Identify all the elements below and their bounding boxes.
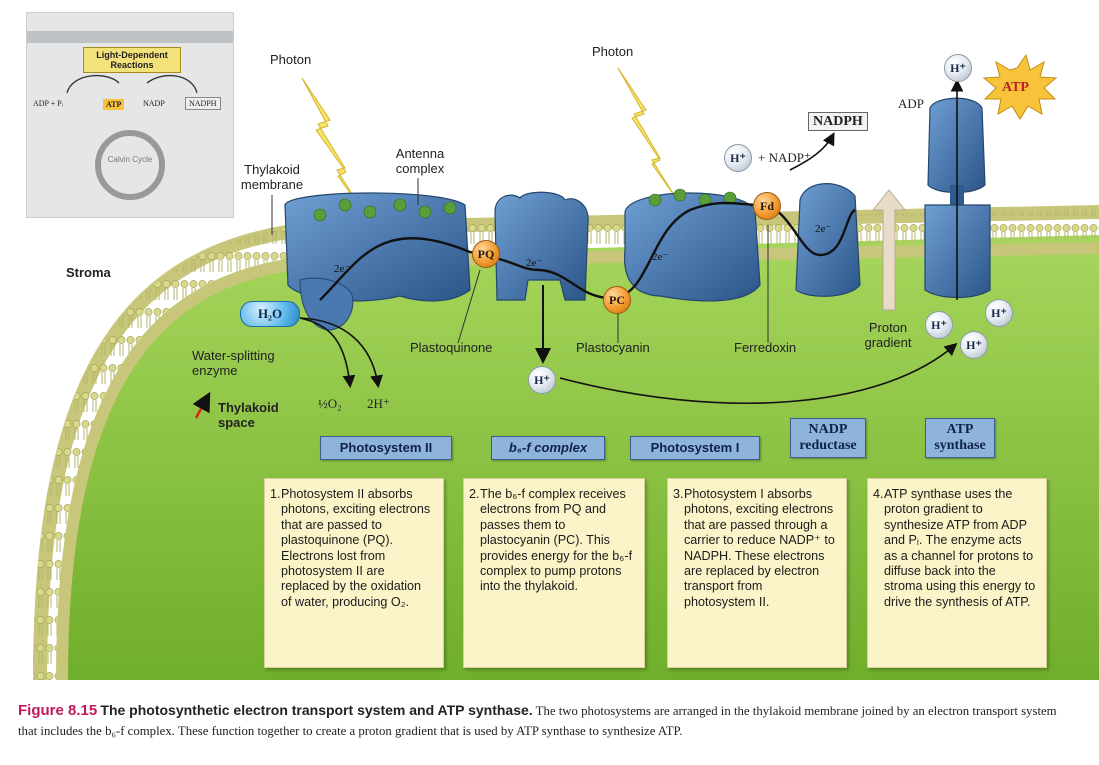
photon-label-1: Photon	[270, 52, 312, 67]
antenna-complex-label: Antenna complex	[395, 146, 445, 176]
antenna-pigments	[313, 188, 737, 222]
stroma-label: Stroma	[66, 265, 111, 280]
tag-b6f-complex: b₆-f complex	[491, 436, 605, 460]
photon-label-2: Photon	[592, 44, 634, 59]
inset-nadph: NADPH	[185, 97, 221, 110]
step-box-1: 1. Photosystem II absorbs photons, excit…	[264, 478, 444, 668]
pc-carrier: PC	[603, 286, 631, 314]
pq-carrier: PQ	[472, 240, 500, 268]
electrons-ps1: 2e⁻	[652, 251, 669, 263]
figure-title: The photosynthetic electron transport sy…	[100, 702, 533, 718]
step-box-3: 3. Photosystem I absorbs photons, exciti…	[667, 478, 847, 668]
photon-bolt-1	[301, 77, 363, 211]
water-splitting-enzyme-label: Water-splitting enzyme	[192, 348, 275, 378]
plastoquinone-label: Plastoquinone	[410, 340, 493, 355]
nadp-reductase-shape	[795, 183, 861, 297]
inset-atp: ATP	[103, 99, 125, 110]
atp-label: ATP	[1002, 80, 1029, 95]
step-1-text: Photosystem II absorbs photons, exciting…	[281, 487, 431, 609]
nadph-label: NADPH	[808, 112, 868, 131]
proton-nadp: H⁺	[724, 144, 752, 172]
proton-flow-arrow	[559, 342, 958, 404]
membrane-band	[33, 209, 1099, 681]
electrons-b6f: 2e⁻	[526, 257, 543, 269]
atp-starburst	[982, 53, 1058, 120]
step-3-number: 3.	[673, 487, 684, 501]
electron-path	[319, 201, 856, 301]
thylakoid-space-label: Thylakoid space	[218, 400, 279, 430]
tag-photosystem-i: Photosystem I	[630, 436, 760, 460]
electrons-reductase: 2e⁻	[815, 223, 832, 235]
proton-gradient-3: H⁺	[960, 331, 988, 359]
photon-bolt-2	[617, 67, 677, 199]
ferredoxin-label: Ferredoxin	[734, 340, 797, 355]
leader-lines	[271, 178, 769, 344]
two-h-label: 2H⁺	[367, 396, 390, 411]
nadph-arrow	[789, 132, 835, 171]
membrane-inner	[56, 242, 1099, 681]
water-splitting-enzyme-shape	[299, 277, 354, 331]
tag-atp-synthase: ATP synthase	[925, 418, 995, 458]
electrons-ps2: 2e⁻	[334, 263, 351, 275]
adp-label: ADP	[898, 96, 925, 111]
nadp-reaction-label: + NADP⁺	[758, 150, 811, 165]
half-o2-label: ½O₂	[318, 396, 342, 411]
step-2-number: 2.	[469, 487, 480, 501]
red-arrow	[192, 391, 211, 419]
step-4-text: ATP synthase uses the proton gradient to…	[884, 487, 1036, 609]
water-arrow-o2	[299, 317, 356, 389]
inset-adp-pi: ADP + Pᵢ	[33, 99, 63, 108]
step-box-2: 2. The b₆-f complex receives electrons f…	[463, 478, 645, 668]
step-4-number: 4.	[873, 487, 884, 501]
inset-graphics	[27, 31, 233, 200]
h2o-molecule: H₂O	[240, 301, 300, 327]
figure-caption-text: The two photosystems are arranged in the…	[18, 704, 1057, 738]
diagram: Light-Dependent Reactions ADP + Pᵢ ATP N…	[26, 12, 1099, 681]
step-1-number: 1.	[270, 487, 281, 501]
step-box-4: 4. ATP synthase uses the proton gradient…	[867, 478, 1047, 668]
fd-carrier: Fd	[753, 192, 781, 220]
inset-overview: Light-Dependent Reactions ADP + Pᵢ ATP N…	[26, 12, 234, 218]
inset-calvin: Calvin Cycle	[107, 155, 153, 164]
figure-number: Figure 8.15	[18, 702, 98, 719]
inset-nadp: NADP	[143, 99, 165, 108]
figure-caption: Figure 8.15 The photosynthetic electron …	[18, 700, 1078, 741]
proton-b6f: H⁺	[528, 366, 556, 394]
proton-gradient-arrow	[871, 189, 907, 311]
b6f-complex-shape	[494, 191, 589, 301]
step-3-text: Photosystem I absorbs photons, exciting …	[684, 487, 835, 609]
step-2-text: The b₆-f complex receives electrons from…	[480, 487, 633, 594]
proton-gradient-label: Proton gradient	[864, 320, 912, 350]
proton-gradient-1: H⁺	[925, 311, 953, 339]
inset-title: Light-Dependent Reactions	[83, 47, 181, 73]
water-arrow-h	[299, 317, 383, 389]
tag-nadp-reductase: NADP reductase	[790, 418, 866, 458]
thylakoid-membrane-label: Thylakoid membrane	[240, 162, 304, 192]
tag-photosystem-ii: Photosystem II	[320, 436, 452, 460]
proton-atp-exit: H⁺	[944, 54, 972, 82]
proton-gradient-2: H⁺	[985, 299, 1013, 327]
plastocyanin-label: Plastocyanin	[576, 340, 650, 355]
